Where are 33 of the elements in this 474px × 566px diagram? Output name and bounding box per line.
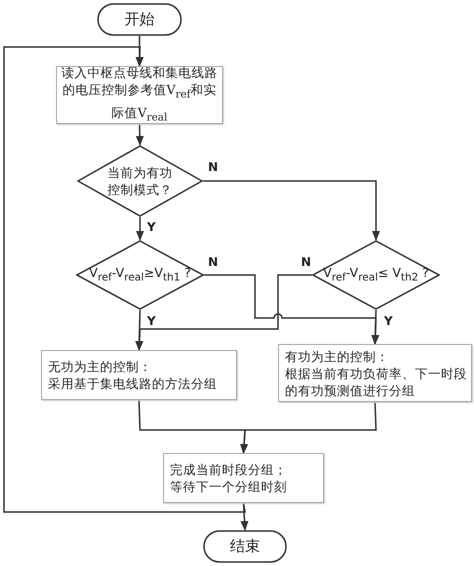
decision-diamond <box>77 145 203 217</box>
edge-label: Y <box>146 315 157 328</box>
process-box <box>163 453 324 503</box>
arrow <box>240 402 377 454</box>
process-box <box>278 344 472 402</box>
terminal-shape <box>203 530 287 563</box>
decision-diamond <box>76 240 204 310</box>
arrow <box>371 310 380 345</box>
decision-diamond <box>312 240 440 310</box>
terminal-shape <box>97 3 182 36</box>
arrow <box>3 46 246 513</box>
box-text: 结束 <box>230 538 260 555</box>
decision-text: 当前为有功控制模式？ <box>106 164 174 198</box>
edge-label: N <box>300 256 312 269</box>
box-text: 开始 <box>124 11 154 28</box>
edge-label: N <box>207 256 220 269</box>
arrow <box>136 124 144 146</box>
arrow <box>136 36 144 67</box>
box-heading: 无功为主的控制： <box>48 358 153 375</box>
arrow <box>136 217 144 241</box>
arrow <box>135 274 312 351</box>
box-text: 采用基于集电线路的方法分组 <box>48 375 218 392</box>
process-box <box>41 350 237 400</box>
edge-label: Y <box>146 221 157 234</box>
decision-text: V$_{ref}$-V$_{real}$≥V$_{th1}$ ? <box>88 264 192 286</box>
box-text: 根据当前有功负荷率、下一时段的有功预测值进行分组 <box>285 364 468 398</box>
box-text: 读入中枢点母线和集电线路的电压控制参考值V$_{ref}$和实际值V$_{real}$ <box>60 64 218 125</box>
arrow <box>203 180 380 241</box>
box-heading: 有功为主的控制： <box>285 348 390 364</box>
edge-label: N <box>207 161 220 174</box>
decision-text: V$_{ref}$-V$_{real}$≤ V$_{th2}$ ? <box>322 264 430 286</box>
box-text: 完成当前时段分组；等待下一个分组时刻 <box>170 461 288 495</box>
edge-label: Y <box>383 315 394 328</box>
